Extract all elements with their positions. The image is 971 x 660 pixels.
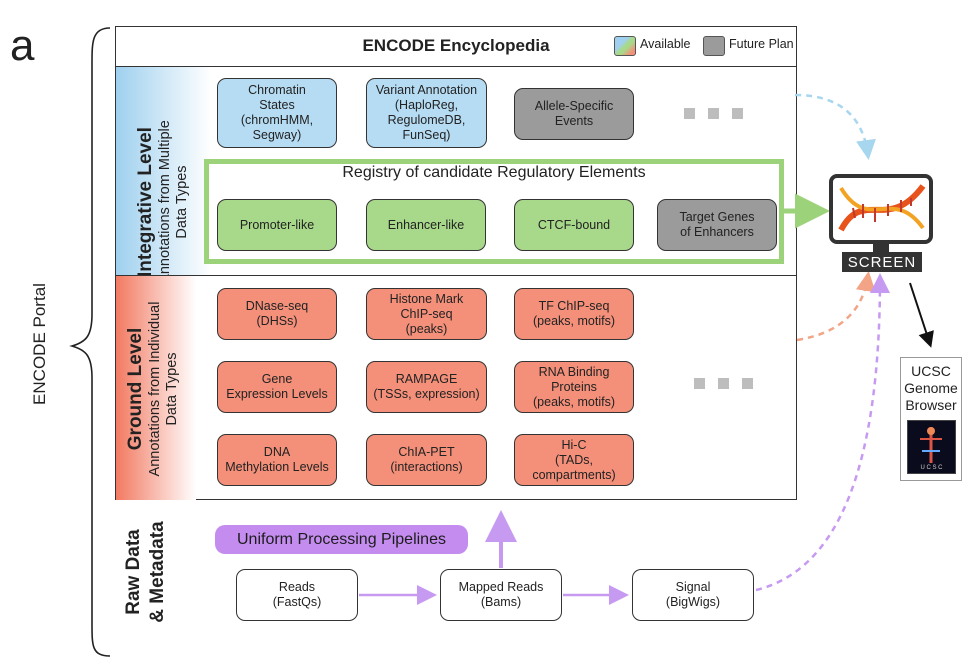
chia-pet-box: ChIA-PET (interactions)	[366, 434, 487, 486]
dnase-seq-box: DNase-seq (DHSs)	[217, 288, 337, 340]
portal-brace	[69, 27, 111, 657]
ground-more-dots	[694, 376, 766, 394]
legend-available-label: Available	[640, 37, 691, 51]
registry-title: Registry of candidate Regulatory Element…	[342, 164, 646, 181]
signal-box: Signal (BigWigs)	[632, 569, 754, 621]
panel-letter: a	[10, 21, 35, 70]
legend-future-label: Future Plan	[729, 37, 794, 51]
ucsc-logo-icon	[920, 427, 942, 463]
variant-annotation-box: Variant Annotation (HaploReg, RegulomeDB…	[366, 78, 487, 148]
chromatin-states-box: Chromatin States (chromHMM, Segway)	[217, 78, 337, 148]
allele-specific-box: Allele-Specific Events	[514, 88, 634, 140]
enhancer-like-box: Enhancer-like	[366, 199, 486, 251]
screen-to-ucsc-arrow	[909, 282, 934, 348]
tf-chip-box: TF ChIP-seq (peaks, motifs)	[514, 288, 634, 340]
ucsc-logo-text: U C S C	[920, 465, 943, 471]
screen-monitor	[829, 174, 933, 244]
dna-helix-icon	[838, 184, 926, 232]
legend-available-swatch	[614, 36, 636, 56]
ucsc-label: UCSC Genome Browser	[904, 363, 958, 413]
target-genes-box: Target Genes of Enhancers	[657, 199, 777, 251]
integrative-band	[116, 67, 211, 275]
header-divider	[115, 66, 797, 67]
rna-binding-box: RNA Binding Proteins (peaks, motifs)	[514, 361, 634, 413]
ground-to-screen-arrow	[796, 271, 876, 342]
rampage-box: RAMPAGE (TSSs, expression)	[366, 361, 487, 413]
integrative-ground-divider	[115, 275, 797, 276]
mapped-reads-box: Mapped Reads (Bams)	[440, 569, 562, 621]
gene-expression-box: Gene Expression Levels	[217, 361, 337, 413]
histone-chip-box: Histone Mark ChIP-seq (peaks)	[366, 288, 487, 340]
integrative-more-dots	[684, 106, 756, 124]
ground-band	[116, 276, 196, 500]
reads-box: Reads (FastQs)	[236, 569, 358, 621]
ucsc-logo: U C S C	[907, 420, 956, 474]
registry-frame	[204, 159, 784, 264]
promoter-like-box: Promoter-like	[217, 199, 337, 251]
screen-label: SCREEN	[842, 252, 922, 272]
ctcf-bound-box: CTCF-bound	[514, 199, 634, 251]
hi-c-box: Hi-C (TADs, compartments)	[514, 434, 634, 486]
encyclopedia-title: ENCODE Encyclopedia	[362, 36, 550, 55]
screen-stand	[873, 244, 889, 253]
legend-future-swatch	[703, 36, 725, 56]
pipeline-label: Uniform Processing Pipelines	[215, 525, 468, 554]
signal-to-screen-arrow	[755, 273, 890, 592]
dna-methylation-box: DNA Methylation Levels	[217, 434, 337, 486]
integrative-to-screen-arrow	[794, 93, 876, 160]
